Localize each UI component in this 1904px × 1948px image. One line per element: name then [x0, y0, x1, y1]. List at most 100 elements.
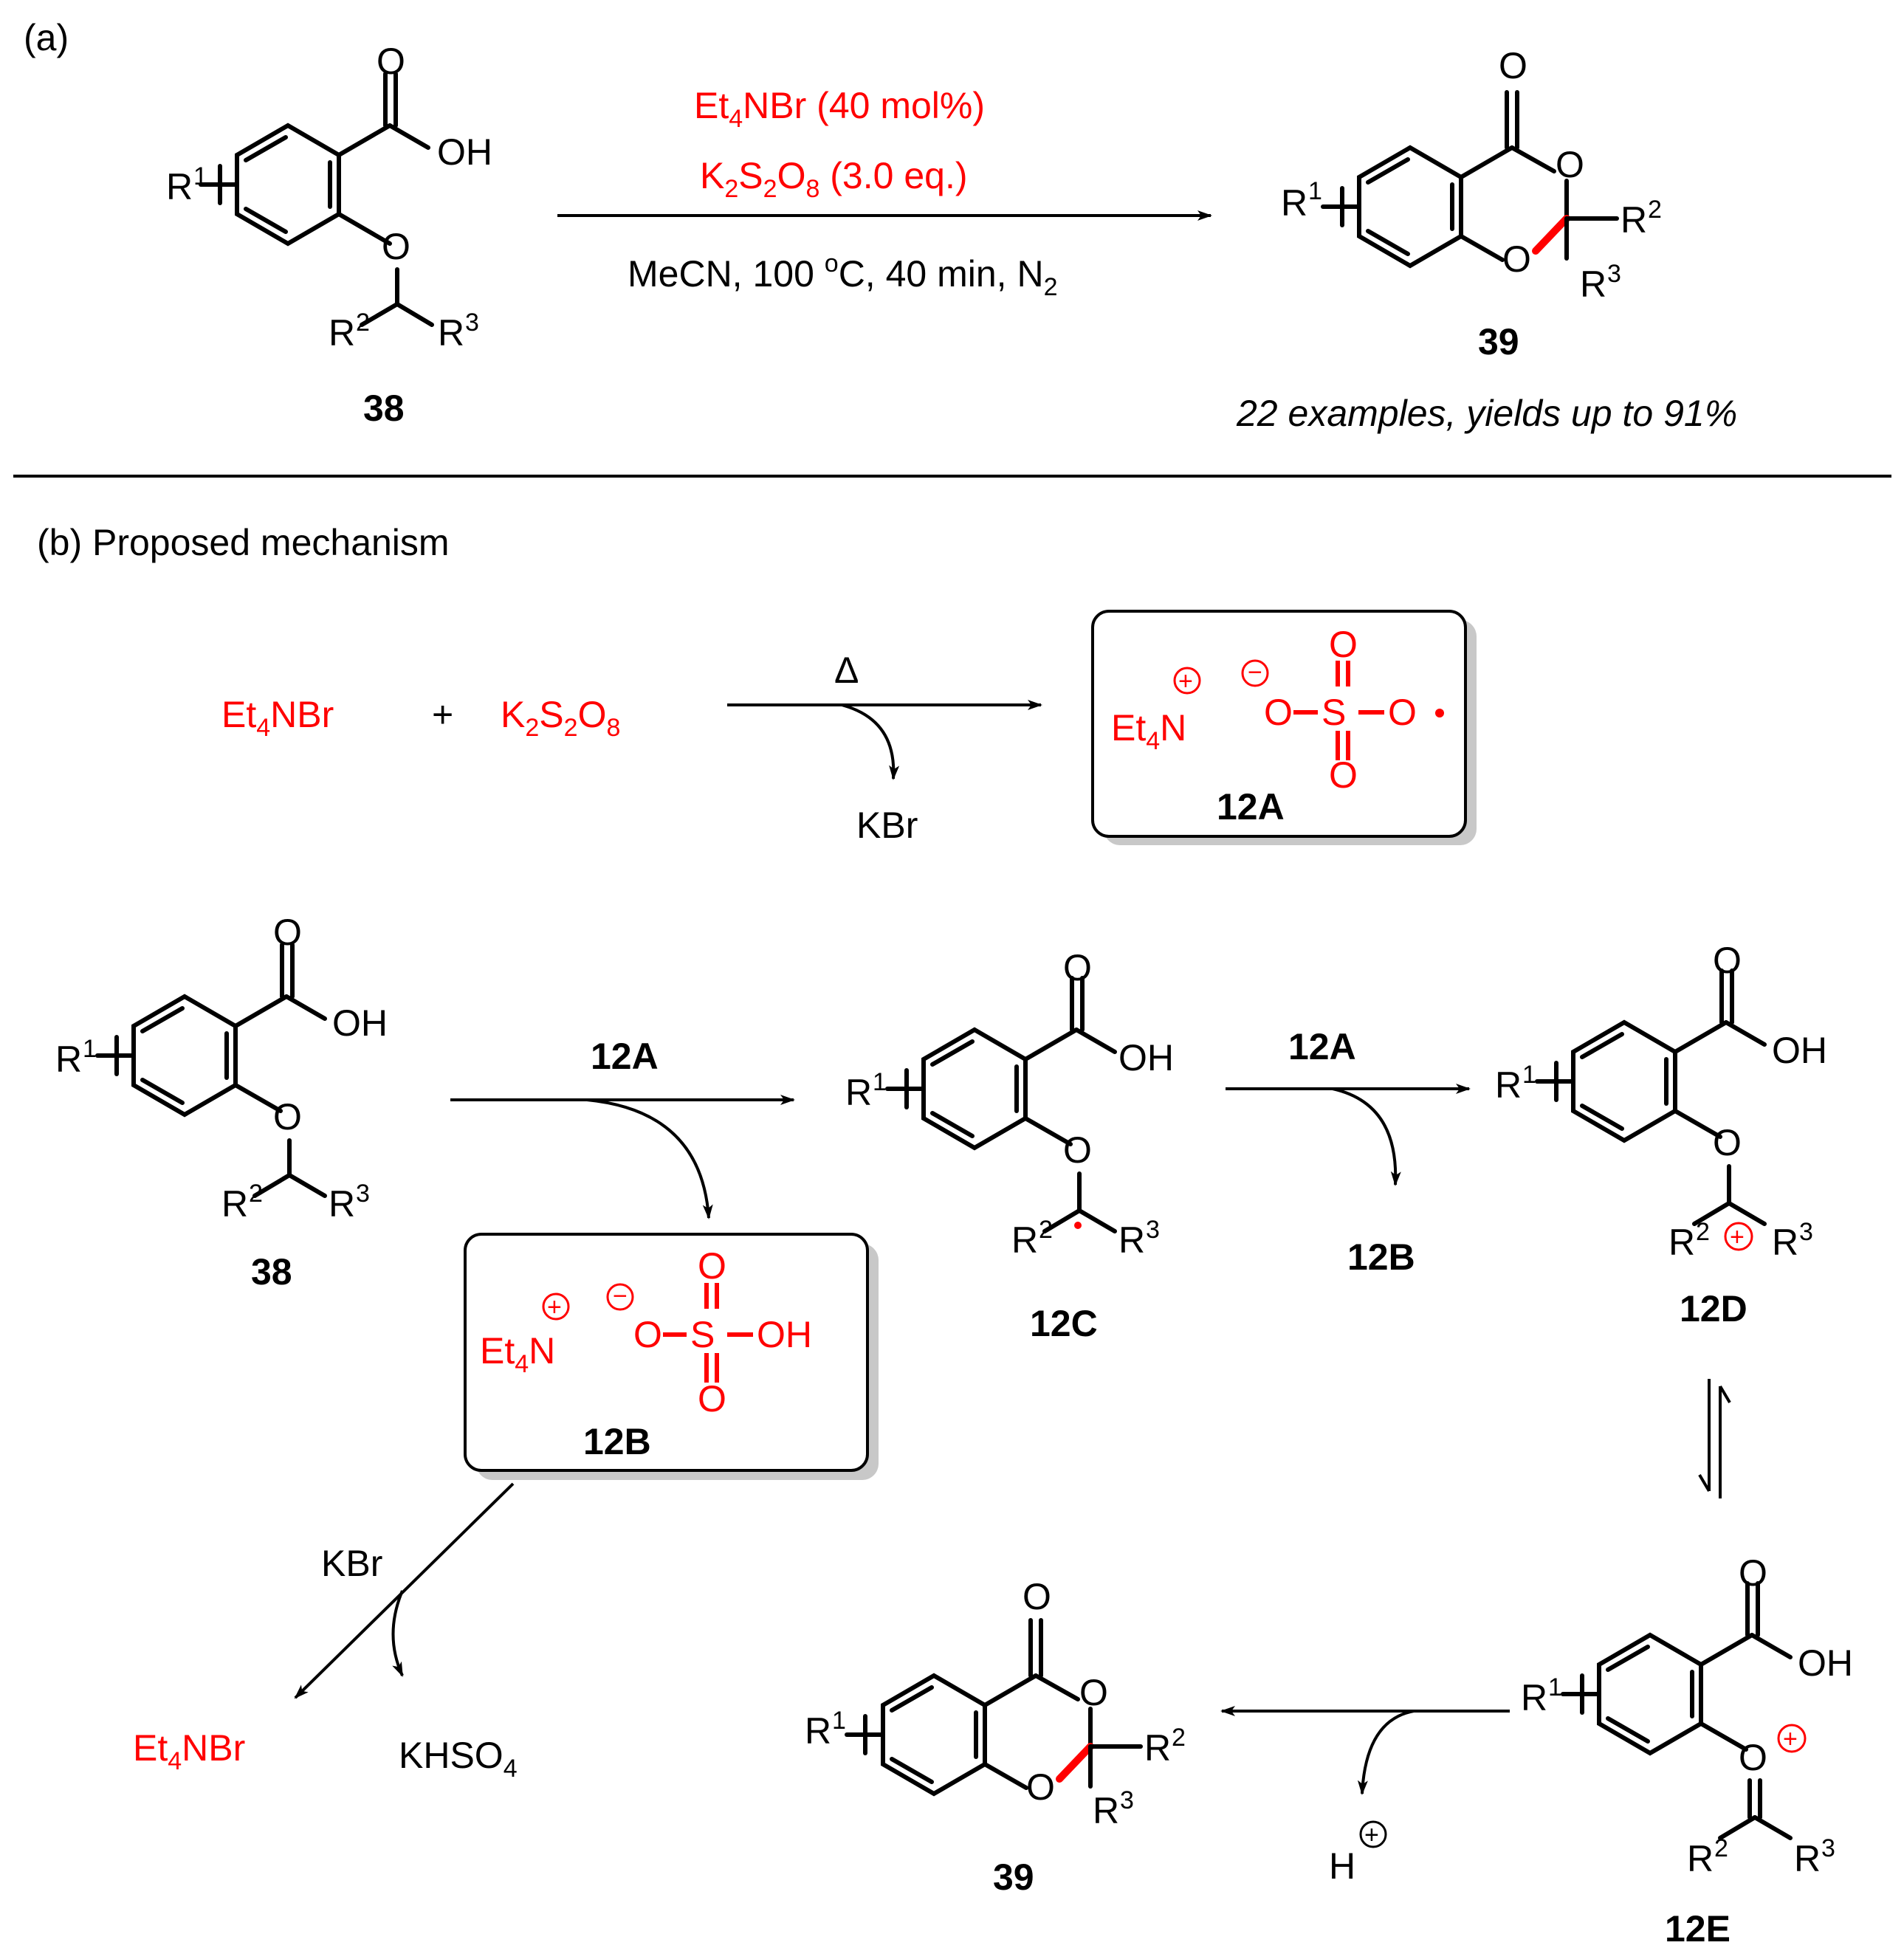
svg-text:2: 2	[1714, 1834, 1728, 1862]
svg-text:R: R	[805, 1710, 831, 1752]
proton: H	[1329, 1845, 1355, 1887]
svg-text:+: +	[1783, 1725, 1798, 1753]
arrow-regeneration	[294, 1482, 515, 1699]
svg-text:O: O	[1556, 144, 1584, 185]
svg-text:OH: OH	[757, 1314, 812, 1355]
compound-38-mech: O OH O R 1 R 2 R 3 38	[55, 912, 388, 1293]
box-12a: Et4N + − O S O O O 12A	[1091, 610, 1477, 845]
label-38: 38	[363, 388, 405, 429]
compound-39-mech: O O O R 1 R 2 R 3 39	[805, 1576, 1186, 1898]
svg-text:R: R	[1118, 1219, 1145, 1261]
svg-text:OH: OH	[332, 1002, 388, 1044]
label-38-mech: 38	[251, 1251, 292, 1293]
panel-a-label: (a)	[24, 17, 69, 58]
svg-text:R: R	[1093, 1790, 1119, 1831]
compound-12c: O OH O R 1 R 2 R 3 12C	[845, 947, 1174, 1344]
label-39-mech: 39	[993, 1856, 1034, 1898]
svg-text:O: O	[1329, 754, 1358, 796]
examples-note: 22 examples, yields up to 91%	[1236, 393, 1737, 434]
curved-arrow-kbr	[841, 703, 900, 780]
svg-text:O: O	[1026, 1766, 1055, 1808]
curved-arrow-12b-out	[1332, 1087, 1401, 1186]
equilibrium-arrows	[1698, 1379, 1731, 1498]
svg-text:O: O	[633, 1314, 662, 1355]
svg-text:O: O	[1499, 45, 1527, 86]
svg-text:1: 1	[873, 1068, 887, 1096]
svg-text:1: 1	[1308, 177, 1322, 205]
svg-text:3: 3	[1821, 1834, 1835, 1862]
svg-text:R: R	[329, 312, 355, 354]
svg-text:R: R	[329, 1183, 355, 1225]
svg-text:+: +	[1364, 1821, 1379, 1849]
svg-text:O: O	[1264, 692, 1293, 733]
compound-38-top: O OH O R 1 R 2 R 3 38	[166, 41, 492, 429]
svg-text:S: S	[1322, 692, 1346, 733]
svg-text:O: O	[1063, 1129, 1092, 1171]
svg-text:O: O	[1079, 1672, 1108, 1713]
svg-text:+: +	[1178, 667, 1193, 695]
svg-text:1: 1	[832, 1707, 846, 1735]
label-12b: 12B	[583, 1421, 651, 1462]
svg-text:−: −	[613, 1282, 628, 1310]
svg-text:1: 1	[193, 162, 207, 190]
svg-text:O: O	[698, 1245, 726, 1287]
svg-text:O: O	[1388, 692, 1417, 733]
svg-text:O: O	[1502, 238, 1531, 280]
svg-text:+: +	[547, 1293, 562, 1321]
label-12d: 12D	[1680, 1288, 1747, 1329]
svg-text:2: 2	[1648, 196, 1662, 224]
svg-text:OH: OH	[1798, 1642, 1853, 1684]
svg-text:2: 2	[1696, 1218, 1710, 1246]
svg-text:R: R	[1687, 1838, 1714, 1879]
svg-text:R: R	[1668, 1222, 1695, 1263]
arrow1-label: 12A	[591, 1036, 659, 1077]
label-12e: 12E	[1665, 1908, 1731, 1948]
svg-text:1: 1	[1548, 1673, 1562, 1701]
svg-text:R: R	[1495, 1064, 1522, 1106]
curved-arrow-hplus	[1357, 1710, 1415, 1795]
arrow2-label: 12A	[1288, 1026, 1356, 1067]
svg-text:Et4N: Et4N	[1111, 707, 1186, 755]
svg-text:2: 2	[1039, 1216, 1053, 1244]
svg-text:R: R	[166, 166, 193, 207]
panel-b-title: (b) Proposed mechanism	[37, 522, 450, 563]
svg-text:3: 3	[1799, 1218, 1813, 1246]
svg-text:2: 2	[356, 309, 370, 337]
svg-text:R: R	[55, 1039, 82, 1080]
out-12b: 12B	[1347, 1236, 1415, 1278]
kbr-byproduct: KBr	[856, 805, 918, 846]
svg-text:3: 3	[356, 1180, 370, 1208]
svg-text:O: O	[698, 1378, 726, 1419]
ether-o: O	[382, 226, 410, 267]
khso4-byproduct: KHSO4	[399, 1735, 518, 1783]
svg-text:R: R	[1580, 264, 1606, 305]
carbonyl-o: O	[377, 41, 405, 82]
svg-text:OH: OH	[1118, 1037, 1174, 1078]
label-39: 39	[1478, 321, 1519, 362]
kbr-input: KBr	[321, 1543, 382, 1584]
svg-text:O: O	[1739, 1552, 1767, 1594]
svg-text:O: O	[1063, 947, 1092, 988]
svg-text:3: 3	[465, 309, 479, 337]
label-12c: 12C	[1030, 1303, 1098, 1344]
hydroxyl: OH	[437, 131, 492, 173]
conditions: MeCN, 100 oC, 40 min, N2	[628, 249, 1057, 301]
k2s2o8-reagent: K2S2O8	[501, 694, 620, 742]
svg-text:R: R	[1794, 1838, 1821, 1879]
svg-text:O: O	[1739, 1737, 1767, 1778]
svg-text:O: O	[1329, 624, 1358, 665]
svg-text:R: R	[1011, 1219, 1038, 1261]
svg-text:3: 3	[1120, 1786, 1134, 1814]
svg-text:O: O	[1713, 1122, 1742, 1163]
svg-text:2: 2	[1172, 1724, 1186, 1752]
svg-text:3: 3	[1607, 260, 1621, 288]
curved-arrow-12b	[586, 1098, 713, 1219]
reagent-k2s2o8: K2S2O8 (3.0 eq.)	[700, 155, 968, 203]
plus-sign: +	[432, 694, 453, 735]
svg-text:1: 1	[83, 1035, 97, 1063]
svg-text:O: O	[1713, 940, 1742, 981]
svg-text:R: R	[221, 1183, 248, 1225]
box-12b: Et4N + − O S O O OH 12B	[464, 1233, 879, 1480]
svg-text:O: O	[273, 912, 302, 953]
